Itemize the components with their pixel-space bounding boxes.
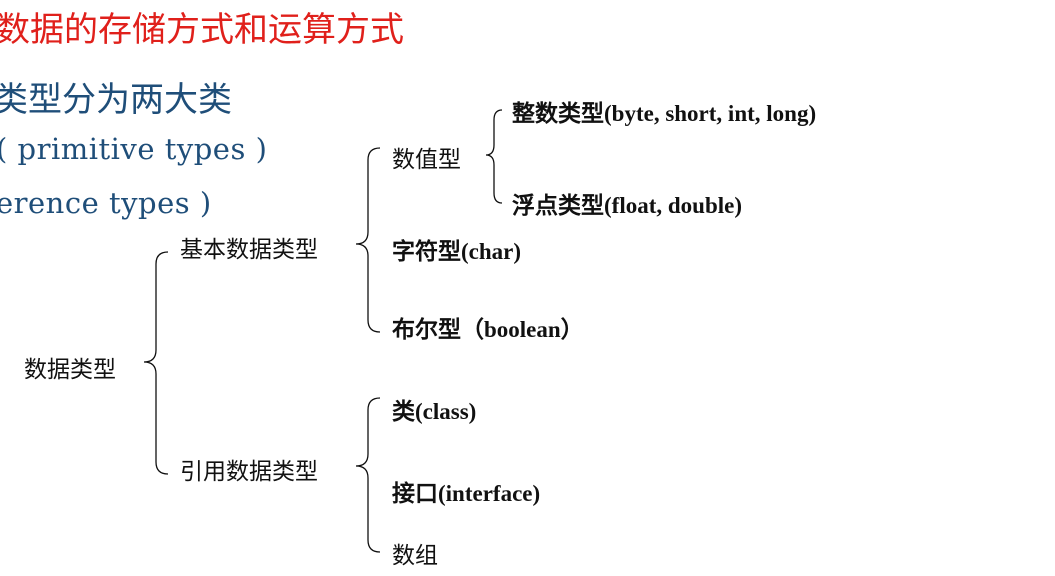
node-reference-types: 引用数据类型 [180, 459, 318, 485]
node-primitive-types: 基本数据类型 [180, 237, 318, 263]
numeric-brace [485, 109, 503, 204]
reference-types-line: erence types ) [0, 186, 212, 220]
primitive-brace [355, 147, 381, 333]
reference-brace [355, 397, 381, 553]
node-data-types: 数据类型 [24, 357, 116, 383]
node-float: 浮点类型(float, double) [512, 193, 742, 218]
node-boolean: 布尔型（boolean） [392, 317, 584, 342]
slide-subtitle: 类型分为两大类 [0, 80, 232, 120]
node-integer: 整数类型(byte, short, int, long) [512, 101, 817, 126]
node-class: 类(class) [392, 399, 477, 424]
node-interface: 接口(interface) [392, 481, 541, 506]
node-char: 字符型(char) [392, 239, 522, 264]
node-numeric: 数值型 [392, 147, 461, 173]
primitive-types-line: ( primitive types ) [0, 132, 268, 166]
root-brace [143, 251, 169, 475]
node-array: 数组 [392, 543, 438, 569]
slide-title: 数据的存储方式和运算方式 [0, 10, 404, 50]
